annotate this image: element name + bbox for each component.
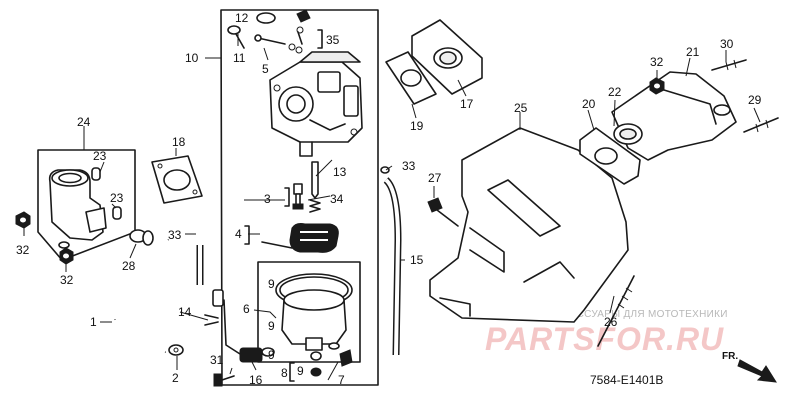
callout-32-left-upper: 32 [16, 243, 30, 257]
elbow-pin-upper [91, 167, 101, 181]
gasket-18 [151, 155, 203, 204]
float-chamber [281, 289, 347, 351]
diagram-code: 7584-E1401B [590, 373, 663, 387]
elbow-outlet [85, 207, 107, 233]
callout-11: 11 [233, 51, 246, 65]
rubber-cap [256, 12, 276, 24]
callout-7: 7 [338, 373, 345, 387]
callout-13: 13 [333, 165, 347, 179]
callout-8: 8 [281, 366, 288, 380]
flange-nut-right [649, 77, 665, 95]
callout-28: 28 [122, 259, 136, 273]
callout-9-ring: 9 [268, 319, 275, 333]
tube-clip-2 [168, 344, 184, 356]
callout-19: 19 [410, 119, 424, 133]
callout-9-gasket: 9 [268, 277, 275, 291]
gasket-19 [385, 51, 437, 105]
float-chamber-bracket [257, 261, 361, 363]
front-direction-arrow-icon [737, 359, 777, 383]
callout-33-right: 33 [402, 159, 416, 173]
callout-16: 16 [249, 373, 263, 387]
elbow-boss [58, 241, 70, 249]
callout-14: 14 [178, 305, 192, 319]
callout-25: 25 [514, 101, 528, 115]
callout-23-lower: 23 [110, 191, 124, 205]
callout-33-left: 33 [168, 228, 182, 242]
stud-30 [711, 59, 747, 71]
manifold-gasket [579, 127, 641, 185]
elbow-group-bracket [37, 149, 136, 261]
watermark: ЗАПЧАСТИ И АКСЕССУАРЫ ДЛЯ МОТОТЕХНИКИ PA… [480, 309, 728, 357]
callout-5: 5 [262, 62, 269, 76]
breather-tube [111, 236, 171, 321]
callout-18: 18 [172, 135, 186, 149]
spring-34 [309, 199, 321, 213]
bracket-4 [244, 225, 250, 245]
leader-lines [23, 34, 761, 381]
small-washers-and-screws [261, 342, 353, 377]
pilot-screw [254, 34, 303, 54]
callout-12: 12 [235, 11, 249, 25]
callout-24: 24 [77, 115, 91, 129]
fuel-cut-solenoid [212, 289, 263, 363]
callout-29: 29 [748, 93, 762, 107]
watermark-subtitle: ЗАПЧАСТИ И АКСЕССУАРЫ ДЛЯ МОТОТЕХНИКИ [480, 309, 728, 320]
screw-35 [296, 26, 304, 45]
callout-4: 4 [235, 227, 242, 241]
float-needle [311, 161, 319, 199]
flange-nut-left-upper [15, 211, 31, 229]
intake-manifold [611, 71, 737, 161]
bracket-3 [284, 187, 290, 207]
callout-1: 1 [90, 315, 97, 329]
elbow-inlet-bore [58, 172, 82, 184]
bracket-35 [317, 29, 323, 49]
callout-27: 27 [428, 171, 442, 185]
breather-tube-lower [111, 319, 166, 356]
callout-26: 26 [604, 315, 618, 329]
callouts: 1 2 3 4 5 6 7 8 9 9 9 9 10 11 12 13 14 1… [16, 11, 762, 387]
main-jet [292, 183, 304, 210]
callout-35: 35 [326, 33, 340, 47]
callout-2: 2 [172, 371, 179, 385]
screw-31 [213, 373, 235, 387]
flange-nut-left-lower [59, 247, 74, 265]
carburetor-assembly-bracket [220, 9, 379, 386]
callout-22: 22 [608, 85, 622, 99]
float [261, 223, 339, 253]
carburetor-body [269, 51, 363, 157]
callout-23-upper: 23 [93, 149, 107, 163]
callout-3: 3 [264, 192, 271, 206]
callout-21: 21 [686, 45, 700, 59]
air-cleaner-elbow-group [37, 149, 136, 261]
bolt-27 [427, 197, 459, 227]
callout-34: 34 [330, 192, 344, 206]
drain-tube-right [384, 178, 401, 356]
stud-29 [743, 117, 779, 133]
callout-17: 17 [460, 97, 474, 111]
callout-20: 20 [582, 97, 596, 111]
callout-32-left-lower: 32 [60, 273, 74, 287]
callout-32-right: 32 [650, 55, 664, 69]
stud-26 [597, 275, 635, 347]
callout-10: 10 [185, 51, 199, 65]
bracket-8 [289, 362, 295, 382]
callout-6: 6 [243, 302, 250, 316]
elbow-pin-lower [112, 206, 122, 220]
tube-clip-28 [129, 229, 154, 246]
callout-9-washer-b: 9 [297, 364, 304, 378]
callout-31: 31 [210, 353, 224, 367]
screw-11 [227, 25, 245, 49]
callout-9-washer-a: 9 [268, 348, 275, 362]
clip-33-right [380, 166, 390, 174]
callout-15: 15 [410, 253, 424, 267]
insulator [411, 19, 483, 95]
cap-tab [296, 9, 311, 23]
clip-14 [204, 314, 219, 326]
callout-30: 30 [720, 37, 734, 51]
front-marker: FR. [722, 351, 738, 362]
watermark-logo: PARTSFOR.RU [485, 321, 724, 357]
